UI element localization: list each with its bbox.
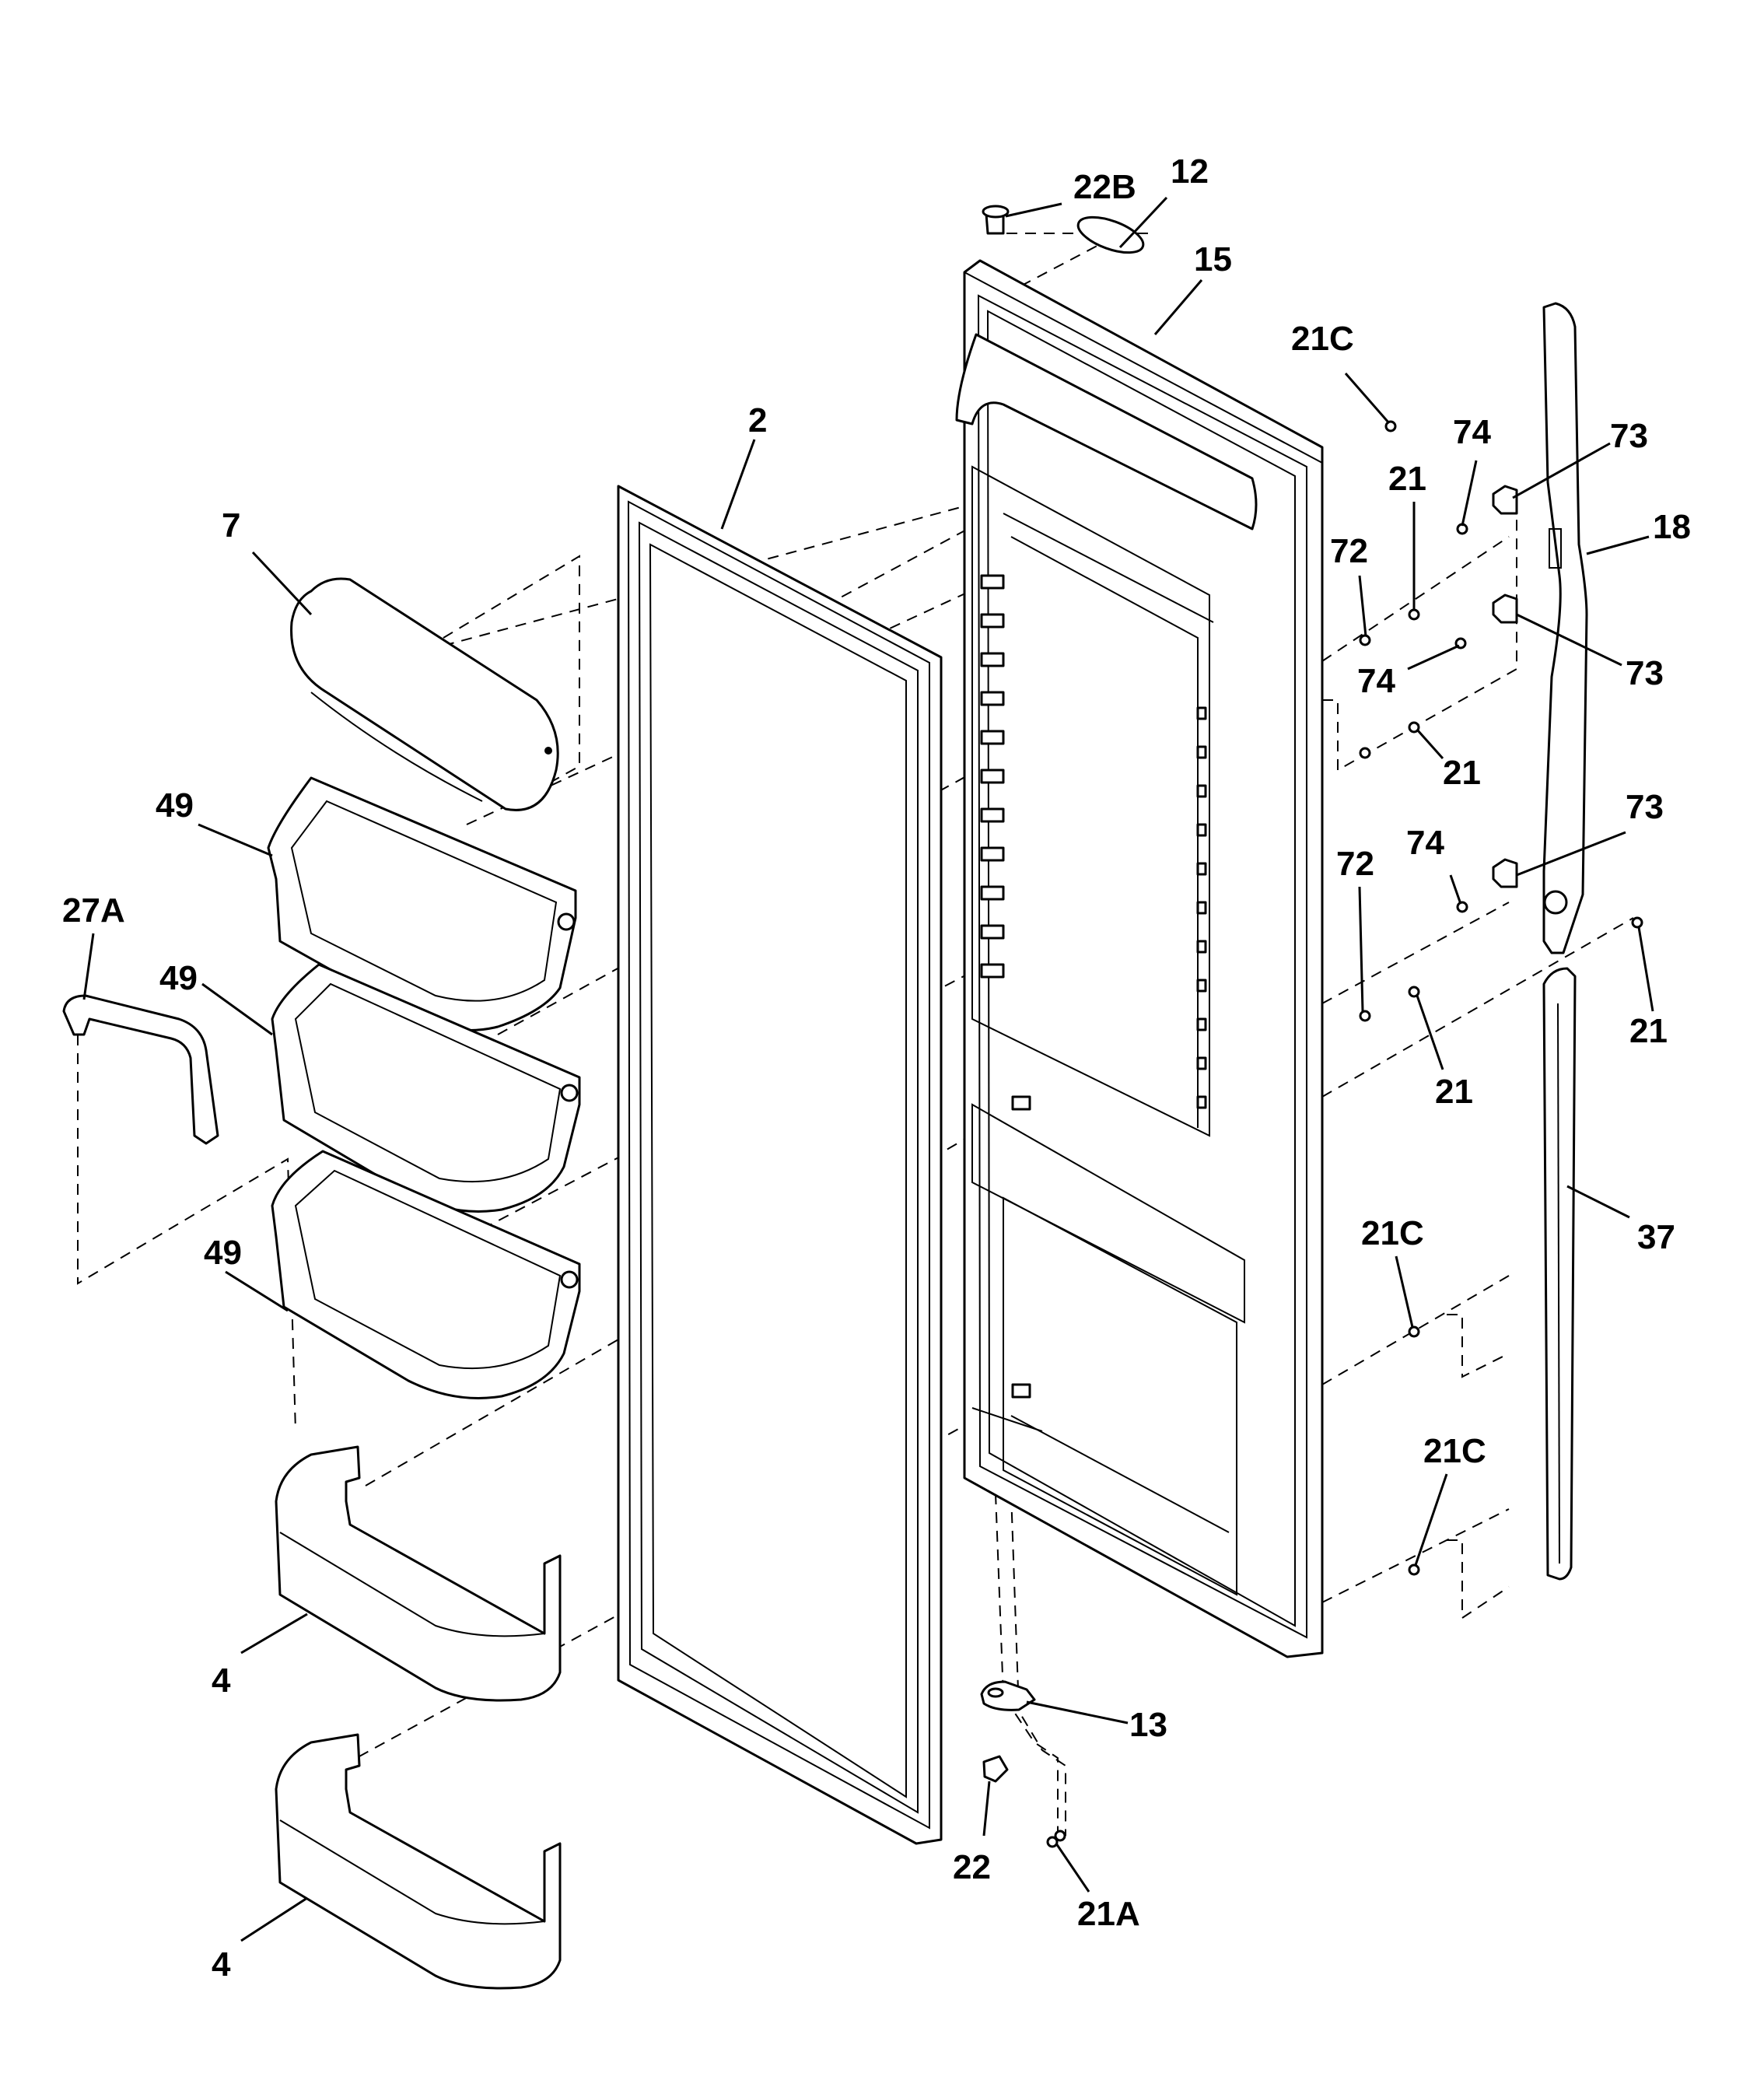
callout-49-middle: 49 bbox=[159, 959, 198, 997]
callout-21c-top: 21C bbox=[1291, 320, 1354, 358]
part-4-door-shelf-upper bbox=[275, 1445, 562, 1702]
callout-4-upper: 4 bbox=[212, 1662, 231, 1700]
callout-22: 22 bbox=[953, 1848, 991, 1886]
part-13-lower-hinge bbox=[980, 1680, 1036, 1711]
callout-73-lower: 73 bbox=[1626, 788, 1664, 826]
callout-21-upper: 21 bbox=[1388, 460, 1426, 498]
callout-37: 37 bbox=[1637, 1218, 1675, 1256]
callout-73-middle: 73 bbox=[1626, 654, 1664, 692]
callout-74-middle: 74 bbox=[1357, 662, 1395, 700]
callout-labels: 22B 12 15 21C 74 73 2 21 18 7 72 74 73 2… bbox=[62, 152, 1691, 1984]
part-4-door-shelf-lower bbox=[275, 1733, 562, 1990]
callout-2: 2 bbox=[748, 401, 767, 439]
part-27a-handle-trim bbox=[62, 994, 219, 1145]
callout-21c-middle: 21C bbox=[1361, 1214, 1424, 1252]
callout-21-middle: 21 bbox=[1443, 754, 1481, 792]
callout-21c-bottom: 21C bbox=[1423, 1432, 1486, 1470]
callout-49-bottom: 49 bbox=[204, 1234, 242, 1272]
callout-18: 18 bbox=[1653, 508, 1691, 546]
part-49-door-bin-top bbox=[267, 776, 577, 1031]
callout-4-lower: 4 bbox=[212, 1945, 231, 1984]
callout-21-lower: 21 bbox=[1435, 1073, 1473, 1111]
callout-49-top: 49 bbox=[156, 786, 194, 825]
callout-21-right: 21 bbox=[1629, 1012, 1668, 1050]
callout-72-lower: 72 bbox=[1336, 845, 1374, 883]
part-73-clips bbox=[1492, 485, 1518, 888]
callout-22b: 22B bbox=[1073, 168, 1136, 206]
part-22b-plug bbox=[982, 205, 1010, 235]
callout-7: 7 bbox=[222, 506, 240, 545]
callout-21a: 21A bbox=[1077, 1895, 1140, 1933]
part-12-hinge-seal bbox=[1076, 215, 1145, 254]
part-22-hinge-bushing bbox=[982, 1755, 1009, 1783]
callout-12: 12 bbox=[1171, 152, 1209, 191]
callout-15: 15 bbox=[1194, 240, 1232, 278]
callout-72-upper: 72 bbox=[1330, 532, 1368, 570]
part-2-door-gasket bbox=[617, 485, 943, 1845]
callout-13: 13 bbox=[1129, 1706, 1167, 1744]
part-49-door-bin-bottom bbox=[271, 1150, 581, 1399]
part-7-shelf-cover bbox=[290, 577, 559, 811]
leader-lines bbox=[82, 196, 1654, 1942]
callout-74-top: 74 bbox=[1453, 413, 1491, 451]
callout-74-lower: 74 bbox=[1406, 824, 1444, 862]
part-18-door-handle bbox=[1542, 302, 1588, 954]
callout-73-top: 73 bbox=[1610, 417, 1648, 455]
part-15-door-assembly bbox=[955, 259, 1324, 1658]
callout-27a: 27A bbox=[62, 891, 125, 930]
part-37-handle-trim bbox=[1542, 967, 1577, 1581]
